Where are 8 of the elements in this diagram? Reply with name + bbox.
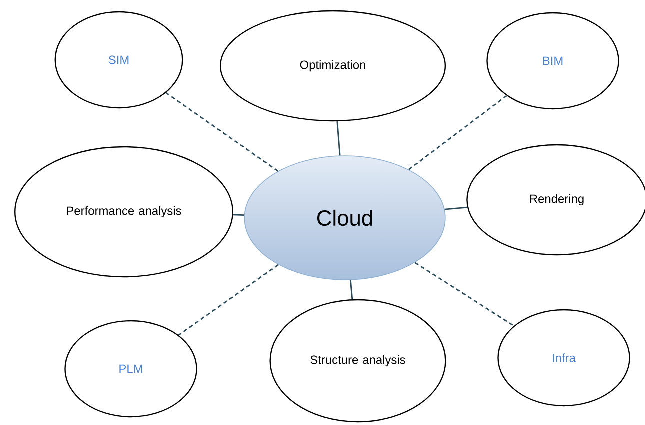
- connector-line: [408, 95, 508, 170]
- connector-line: [166, 92, 279, 172]
- connector-line: [414, 262, 514, 327]
- connector-line: [336, 122, 341, 156]
- connector-line: [178, 264, 279, 336]
- connector-line: [233, 214, 244, 216]
- connector-line: [350, 280, 354, 300]
- connector-line: [444, 206, 468, 210]
